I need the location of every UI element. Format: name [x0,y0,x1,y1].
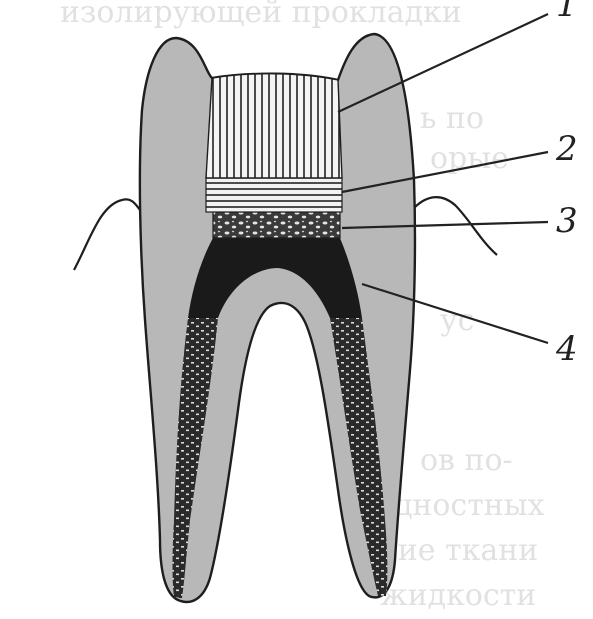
layer-2-horizontal-stripes [206,178,342,212]
svg-text:ов по-: ов по- [420,443,513,478]
svg-text:ь по: ь по [420,101,484,136]
svg-text:ус: ус [440,303,474,338]
svg-text:изолирующей прокладки: изолирующей прокладки [60,0,462,30]
gum-line-left [74,199,140,270]
layer-1-vertical-stripes [206,74,342,178]
svg-text:жидкости: жидкости [380,578,536,613]
callout-label-2: 2 [555,129,578,169]
callout-label-1: 1 [556,0,578,25]
callout-label-3: 3 [556,201,578,241]
svg-text:орые: орые [430,141,509,176]
callout-label-4: 4 [555,329,578,369]
layer-3-speckled [213,212,340,238]
